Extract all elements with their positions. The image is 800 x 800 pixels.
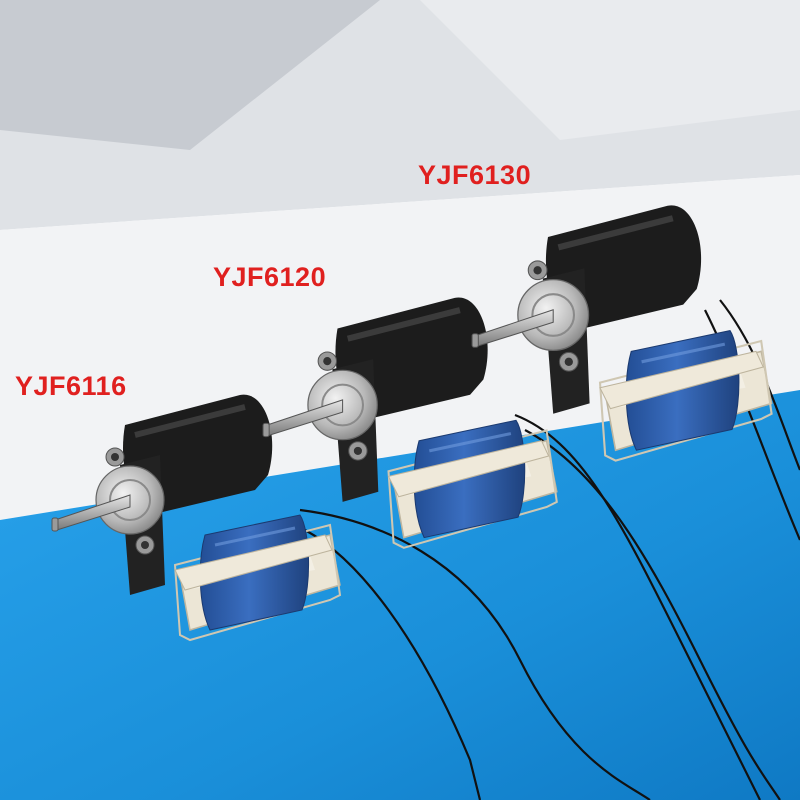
motor-body [51,394,342,642]
end-cap-ring [109,479,151,521]
wire [524,429,781,800]
bobbin-outline [173,523,342,642]
motor-yjf6116 [51,394,342,642]
model-label-yjf6116: YJF6116 [15,371,127,401]
model-label-yjf6130: YJF6130 [418,160,532,190]
coil-highlight [214,526,296,547]
housing-highlight [134,404,246,438]
shaft-tip [51,517,59,532]
light-backdrop-facet [420,0,800,140]
bobbin-base-plate [174,534,333,591]
model-label-yjf6120: YJF6120 [213,262,327,292]
wire [299,508,651,800]
mount-hole [141,541,149,549]
grey-backdrop-facet [0,0,380,150]
wire [514,413,761,800]
mount-hole [111,453,119,461]
